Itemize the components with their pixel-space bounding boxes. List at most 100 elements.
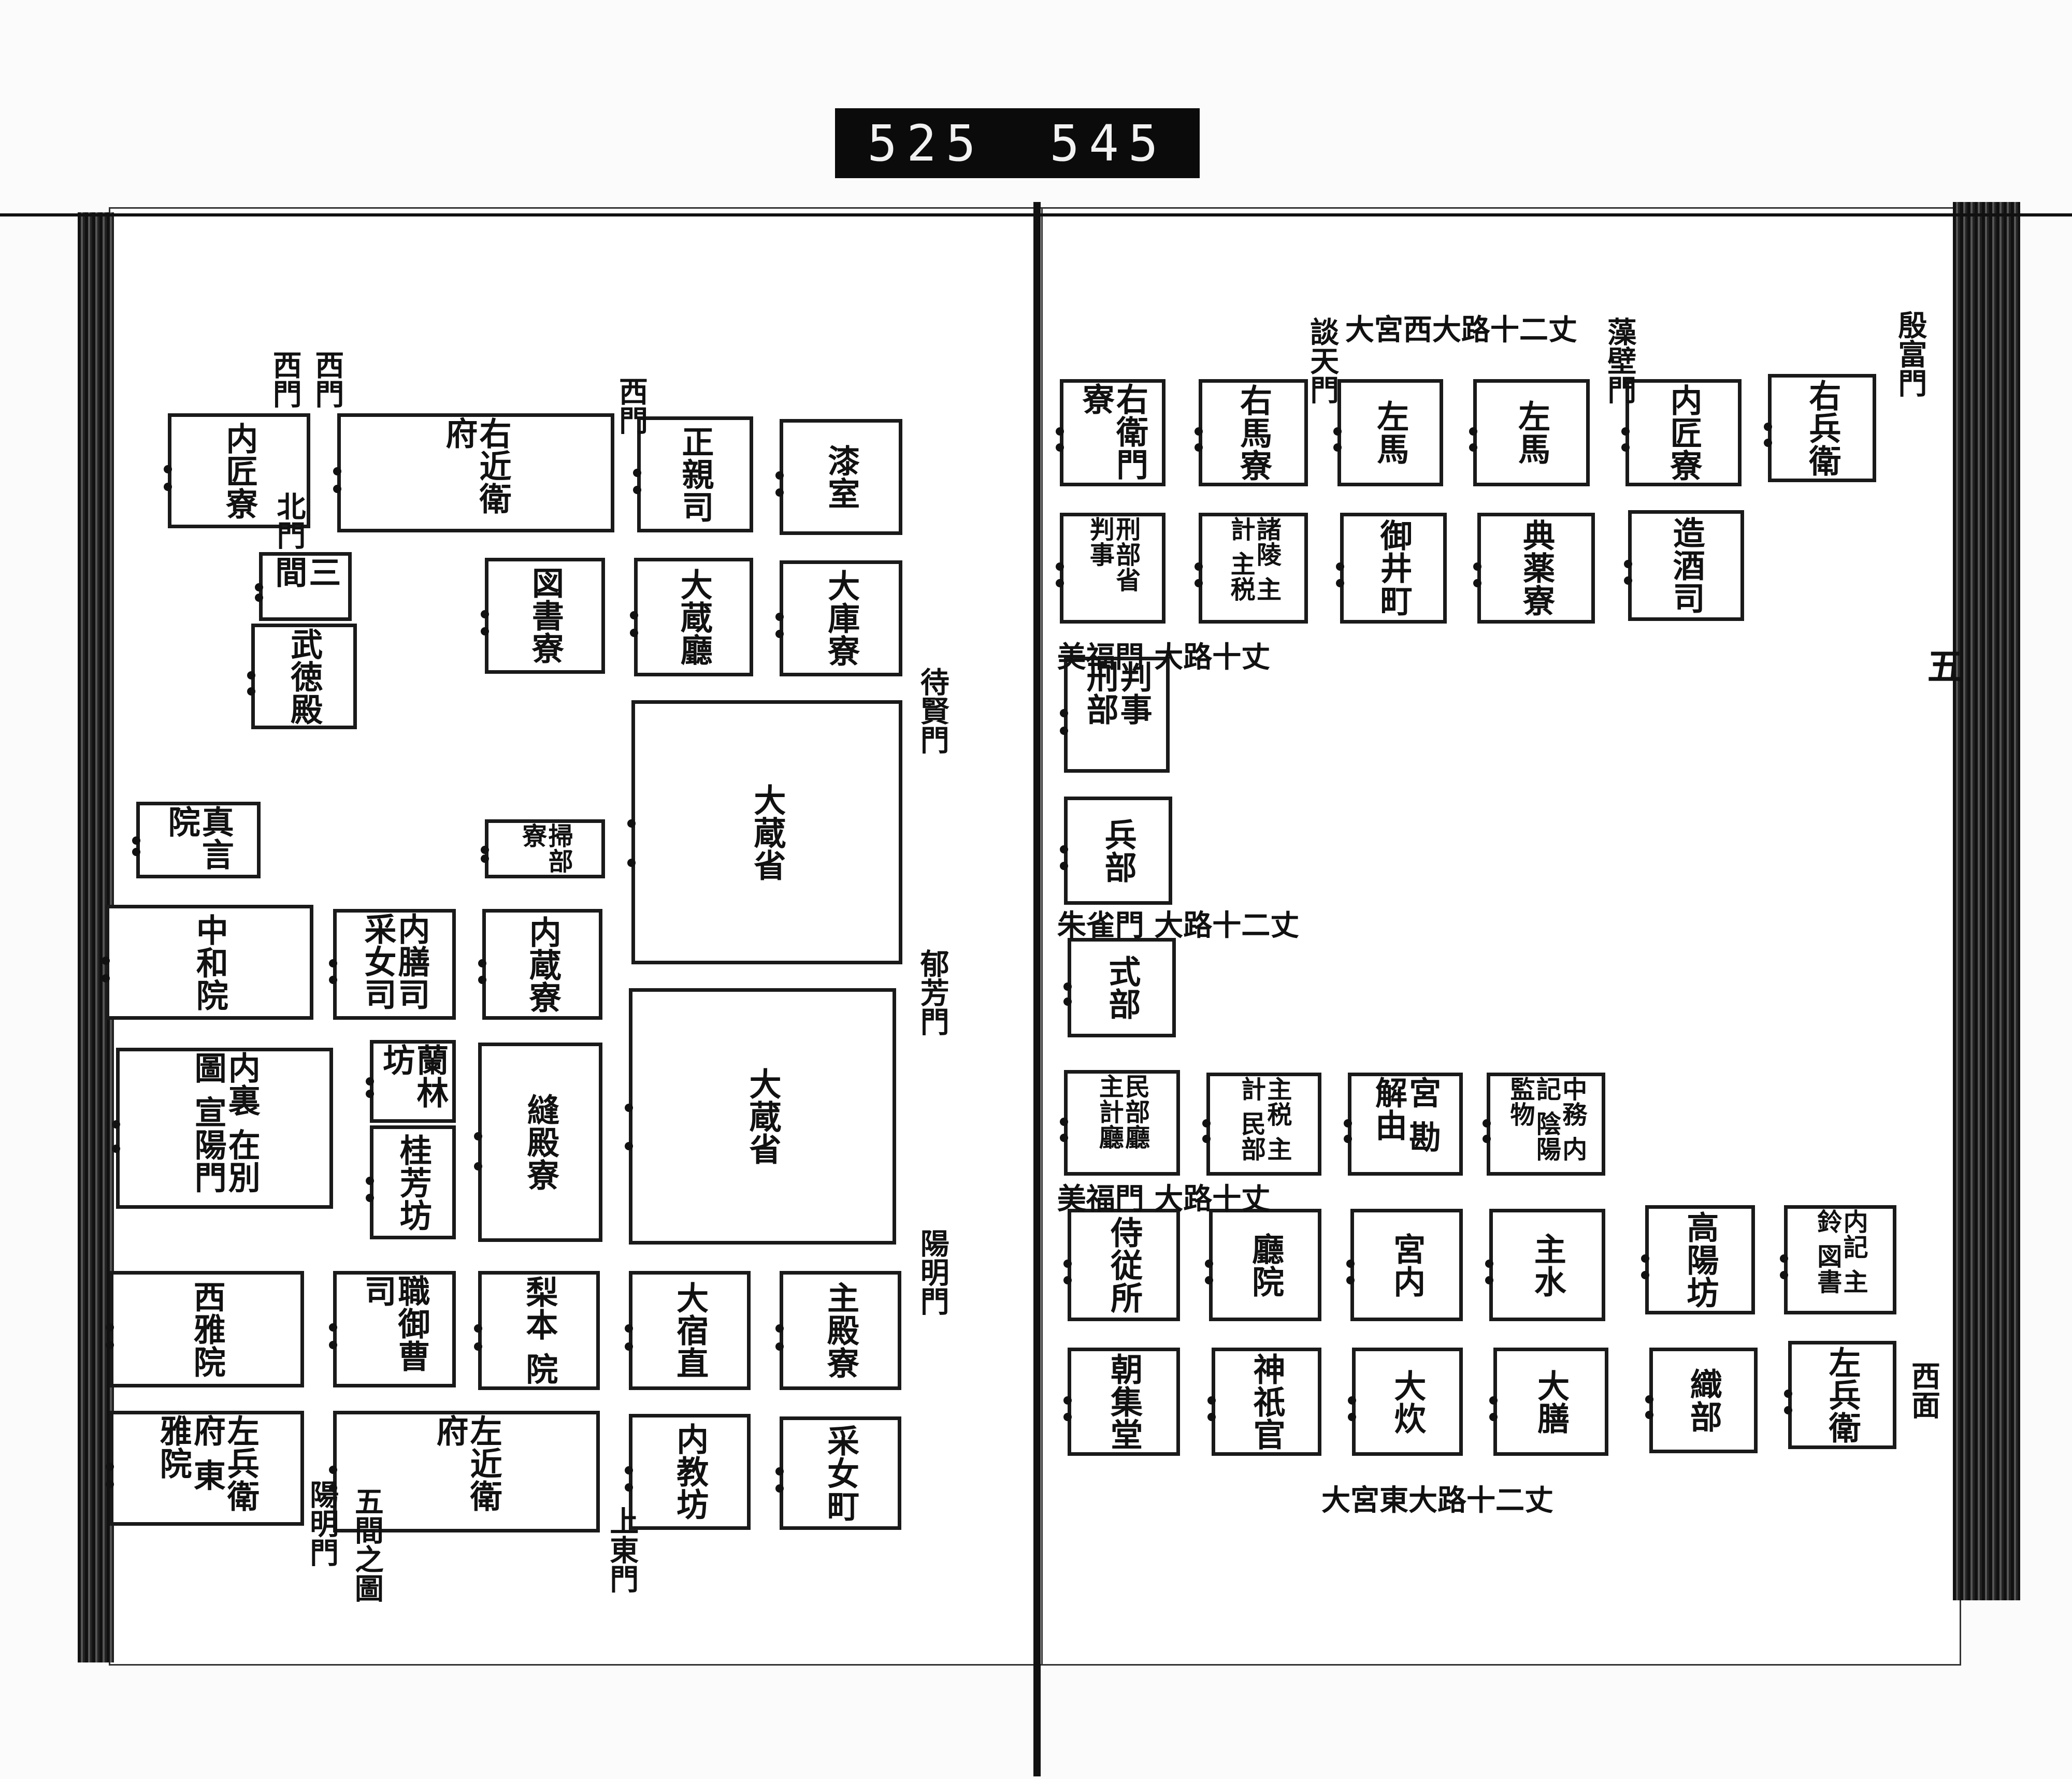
gate-post-marker — [478, 975, 487, 984]
road-label: 美福門 大路十丈 — [1057, 1182, 1271, 1217]
gate-label: 西面 — [1906, 1361, 1941, 1419]
gate-post-marker — [1489, 1396, 1498, 1405]
gate-post-marker — [1779, 1270, 1788, 1279]
building-block: 左兵衛府 東雅院 — [109, 1411, 304, 1526]
gate-post-marker — [1783, 1390, 1792, 1398]
gate-post-marker — [105, 1463, 114, 1471]
building-label: 典薬寮 — [1517, 519, 1556, 617]
gate-label: 西門 — [614, 377, 649, 435]
building-label: 武徳殿 — [285, 627, 323, 726]
building-block: 左馬 — [1473, 379, 1590, 486]
gate-post-marker — [1059, 1133, 1068, 1142]
building-block: 中務 内記 陰陽 監物 — [1486, 1073, 1606, 1176]
gate-post-marker — [1194, 579, 1203, 588]
gate-post-marker — [1764, 439, 1773, 447]
gate-post-marker — [1059, 861, 1068, 870]
building-label: 真言院 — [162, 805, 234, 871]
gate-label: 上東門 — [605, 1506, 639, 1594]
building-label: 右近衛府 — [440, 417, 512, 515]
building-label: 大蔵廳 — [674, 568, 713, 666]
building-label: 高陽坊 — [1681, 1210, 1719, 1309]
building-label: 三間 — [269, 556, 341, 589]
gate-post-marker — [1063, 997, 1072, 1006]
building-block: 大庫寮 — [780, 560, 903, 677]
gate-post-marker — [1469, 443, 1478, 452]
building-block: 中和院 — [106, 905, 313, 1020]
gate-post-marker — [1059, 708, 1068, 717]
building-block: 蘭林坊 — [370, 1039, 456, 1123]
gate-post-marker — [1623, 560, 1632, 569]
gate-post-marker — [1485, 1276, 1493, 1285]
building-block: 兵部 — [1063, 797, 1172, 905]
gate-post-marker — [775, 612, 784, 621]
building-label: 内匠寮 — [220, 422, 258, 520]
gate-post-marker — [481, 610, 490, 618]
building-block: 侍従所 — [1068, 1209, 1181, 1321]
gate-post-marker — [1055, 562, 1064, 571]
building-block: 大蔵省 — [631, 700, 903, 965]
gate-post-marker — [625, 1142, 634, 1151]
building-block: 右衛門寮 — [1059, 379, 1166, 486]
building-block: 諸陵 主計 主税 — [1198, 512, 1308, 624]
gate-post-marker — [775, 488, 784, 497]
gate-post-marker — [1621, 443, 1630, 452]
gate-label: 藻壁門 — [1602, 317, 1637, 404]
building-block: 大膳 — [1493, 1348, 1608, 1456]
gate-post-marker — [1063, 1412, 1072, 1421]
building-block: 図書寮 — [485, 557, 606, 674]
building-label: 内裏 在別圖 宣陽門 — [189, 1051, 261, 1194]
building-block: 三間 — [258, 552, 352, 621]
building-label: 図書寮 — [526, 567, 564, 665]
gate-post-marker — [775, 471, 784, 480]
building-block: 高陽坊 — [1645, 1205, 1755, 1315]
book-spine — [1033, 202, 1041, 1776]
gate-post-marker — [254, 593, 263, 602]
building-block: 主殿寮 — [780, 1271, 901, 1390]
building-block: 内匠寮 — [1625, 379, 1742, 486]
building-block: 刑部省 判事 — [1059, 512, 1166, 624]
gate-post-marker — [1059, 1118, 1068, 1126]
gate-label: 郁芳門 — [915, 948, 950, 1036]
gate-label: 五間之圖 — [350, 1486, 384, 1602]
gate-post-marker — [1063, 1396, 1072, 1405]
building-block: 正親司 — [637, 416, 754, 533]
building-label: 大庫寮 — [822, 569, 860, 668]
building-label: 左兵衛府 東雅院 — [154, 1414, 260, 1513]
gate-post-marker — [1645, 1395, 1653, 1404]
building-block: 内教坊 — [629, 1413, 751, 1530]
gate-post-marker — [1482, 1119, 1491, 1127]
building-label: 御井町 — [1374, 519, 1413, 617]
building-label: 梨本 院 — [520, 1276, 558, 1385]
gate-post-marker — [1055, 427, 1064, 436]
gate-post-marker — [163, 465, 172, 474]
gate-post-marker — [105, 1340, 114, 1349]
gate-post-marker — [481, 627, 490, 636]
gate-post-marker — [254, 583, 263, 591]
gate-label: 西門 — [268, 350, 303, 408]
gate-post-marker — [630, 629, 639, 638]
building-label: 漆室 — [822, 444, 860, 510]
building-block: 宮 勘解由 — [1348, 1073, 1463, 1176]
building-label: 掃部寮 — [517, 822, 573, 874]
side-page-marker: 五 — [1921, 647, 1964, 684]
road-label: 朱雀門 大路十二丈 — [1057, 908, 1300, 943]
building-block: 漆室 — [780, 418, 903, 536]
building-label: 大蔵省 — [743, 1067, 782, 1166]
gate-post-marker — [1063, 982, 1072, 991]
gate-post-marker — [481, 855, 490, 863]
building-label: 内膳司 采女司 — [358, 913, 430, 1011]
gate-post-marker — [775, 1342, 784, 1351]
building-block: 御井町 — [1340, 512, 1447, 624]
gate-post-marker — [627, 859, 636, 867]
building-block: 縫殿寮 — [478, 1042, 603, 1242]
gate-post-marker — [132, 836, 140, 845]
gate-post-marker — [1473, 562, 1482, 571]
gate-post-marker — [1063, 1259, 1072, 1268]
building-label: 主水 — [1528, 1232, 1566, 1298]
building-label: 左馬 — [1371, 400, 1409, 466]
building-block: 内裏 在別圖 宣陽門 — [116, 1047, 333, 1209]
gate-post-marker — [333, 467, 341, 475]
building-label: 正親司 — [676, 425, 714, 524]
gate-post-marker — [474, 1324, 483, 1333]
gate-post-marker — [247, 687, 255, 696]
